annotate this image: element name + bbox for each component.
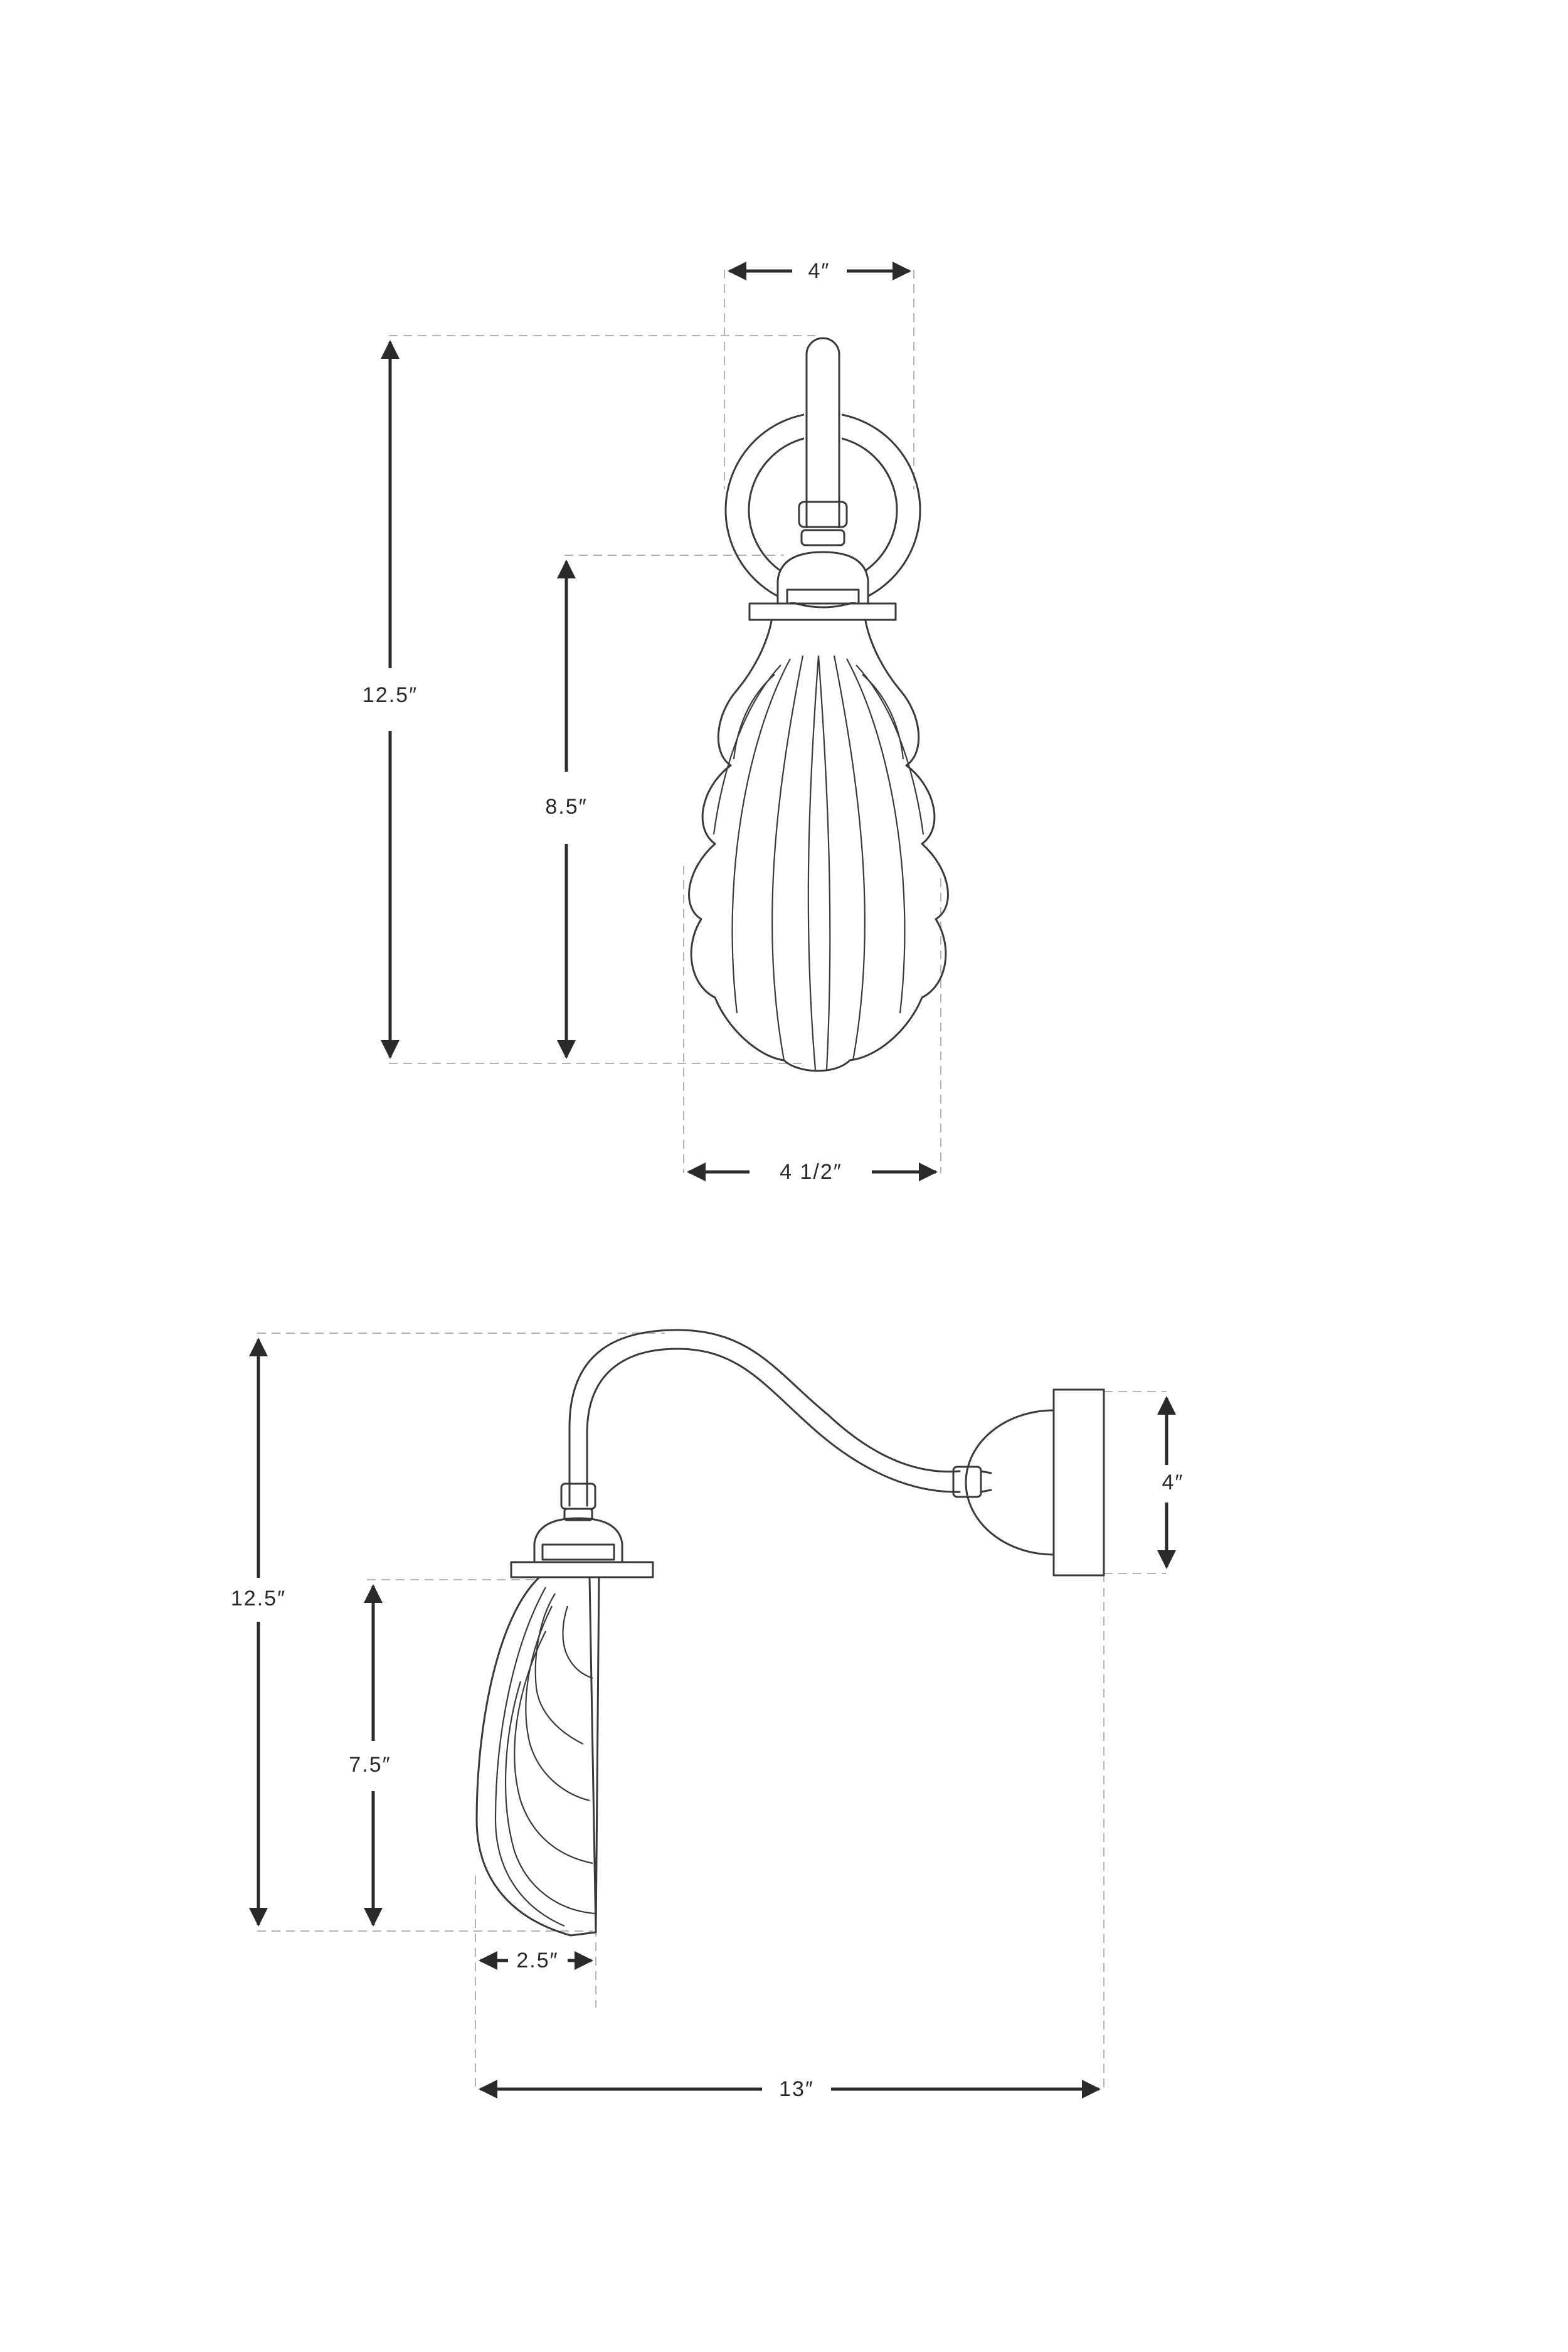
front-view: 4″ 12.5″ 8.5″ 4 1/2″ xyxy=(363,259,949,1184)
front-shade-height-label: 8.5″ xyxy=(545,795,587,819)
front-shade-height-dimension: 8.5″ xyxy=(545,560,587,1059)
front-lampholder xyxy=(776,551,869,604)
side-overall-height-label: 12.5″ xyxy=(231,1587,286,1610)
front-top-width-label: 4″ xyxy=(808,259,830,283)
side-shade-height-label: 7.5″ xyxy=(349,1753,391,1777)
front-arm-nut xyxy=(800,529,845,546)
side-shade-edge xyxy=(588,1576,597,1934)
side-fixture xyxy=(475,1329,1105,1937)
side-arm-collar xyxy=(952,1466,982,1498)
front-guides xyxy=(389,270,941,1173)
side-arm-nut-2 xyxy=(563,1508,593,1521)
side-backplate-height-dimension: 4″ xyxy=(1157,1396,1184,1569)
side-arm-outer xyxy=(568,1329,961,1507)
front-fixture xyxy=(688,337,949,1072)
front-shell-ribs xyxy=(712,655,924,1070)
front-arm-collar xyxy=(798,501,848,528)
side-lampholder xyxy=(533,1517,623,1563)
side-shell-ribs xyxy=(494,1587,595,1927)
side-guides xyxy=(257,1333,1167,2089)
side-gallery xyxy=(510,1561,654,1578)
side-shade-height-dimension: 7.5″ xyxy=(349,1584,391,1927)
side-shade-depth-label: 2.5″ xyxy=(516,1949,558,1972)
front-overall-height-label: 12.5″ xyxy=(363,683,418,707)
front-overall-height-dimension: 12.5″ xyxy=(363,340,418,1059)
front-shell-shade xyxy=(688,620,949,1072)
front-gallery xyxy=(748,602,897,621)
front-arm xyxy=(805,337,840,538)
side-arm-inner xyxy=(586,1348,961,1507)
side-overall-projection-dimension: 13″ xyxy=(479,2077,1101,2101)
side-arm-nut xyxy=(560,1482,596,1510)
side-view: 12.5″ 4″ 7.5″ 2.5″ 13″ xyxy=(231,1329,1184,2101)
side-backplate xyxy=(1052,1388,1105,1577)
side-shell-shade xyxy=(475,1576,600,1937)
side-shade-depth-dimension: 2.5″ xyxy=(479,1949,593,1972)
front-top-width-dimension: 4″ xyxy=(728,259,911,283)
side-overall-height-dimension: 12.5″ xyxy=(231,1338,286,1927)
front-shade-width-dimension: 4 1/2″ xyxy=(687,1160,938,1184)
front-lampholder-band xyxy=(786,588,860,605)
side-backplate-dome xyxy=(965,1409,1055,1556)
side-lampholder-band xyxy=(541,1543,615,1561)
side-backplate-height-label: 4″ xyxy=(1162,1471,1184,1494)
front-shade-width-label: 4 1/2″ xyxy=(780,1160,842,1184)
side-overall-projection-label: 13″ xyxy=(779,2077,814,2101)
